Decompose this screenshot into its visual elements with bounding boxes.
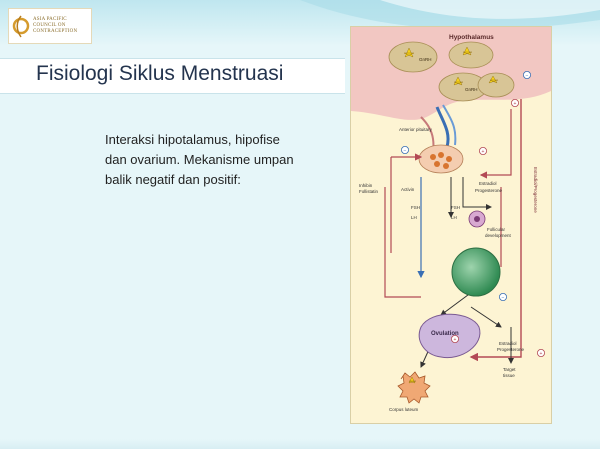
- development-label: development: [485, 233, 512, 238]
- body-line-2: dan ovarium. Mekanisme umpan: [105, 152, 294, 167]
- plus-marker: +: [536, 348, 545, 357]
- minus-sign: −: [502, 295, 505, 301]
- fsh-label-2: FSH: [451, 205, 460, 210]
- estradiol-label-1: Estradiol: [479, 181, 497, 186]
- follicular-label: Follicular: [487, 227, 506, 232]
- minus-sign: −: [526, 73, 529, 79]
- logo-line-2: Council on: [33, 23, 66, 28]
- plus-sign: +: [482, 149, 485, 155]
- dominant-follicle: [451, 247, 501, 297]
- logo-text: Asia Pacific Council on Contraception: [33, 17, 77, 35]
- small-follicle: [468, 210, 486, 228]
- body-line-1: Interaksi hipotalamus, hipofise: [105, 132, 280, 147]
- organization-logo: Asia Pacific Council on Contraception: [8, 8, 92, 44]
- slide-body: Interaksi hipotalamus, hipofise dan ovar…: [105, 130, 345, 190]
- feedback-arrows: [384, 99, 522, 362]
- menstrual-cycle-diagram: Hypothalamus GnRH GnRH Anterior pituitar…: [350, 26, 552, 424]
- hypothalamus-label: Hypothalamus: [449, 34, 494, 41]
- gnrh-neuron-2: [448, 41, 494, 69]
- plus-sign: +: [514, 101, 517, 107]
- minus-marker: −: [401, 146, 410, 155]
- anterior-pituitary-label: Anterior pituitary: [399, 127, 433, 132]
- anterior-pituitary: [418, 144, 464, 174]
- corpus-luteum: Corpus luteum: [389, 371, 431, 412]
- plus-sign: +: [454, 337, 457, 343]
- lh-label-2: LH: [451, 215, 457, 220]
- minus-marker: −: [498, 292, 507, 301]
- slide-title: Fisiologi Siklus Menstruasi: [36, 62, 284, 85]
- target-label: Target: [503, 367, 516, 372]
- header-swoosh: [300, 0, 600, 30]
- progesterone-label-1: Progesterone: [475, 188, 503, 193]
- inhibin-label: Inhibin: [359, 183, 373, 188]
- logo-line-3: Contraception: [33, 29, 78, 34]
- plus-marker: +: [451, 334, 460, 343]
- plus-sign: +: [540, 351, 543, 357]
- follistatin-label: Follistatin: [359, 189, 379, 194]
- fsh-label-1: FSH: [411, 205, 420, 210]
- bottom-shadow: [0, 439, 600, 449]
- plus-marker: +: [478, 147, 487, 156]
- sign-markers: + − − + − + +: [401, 71, 545, 357]
- gnrh-label-1: GnRH: [419, 57, 432, 62]
- logo-line-1: Asia Pacific: [33, 17, 67, 22]
- plus-marker: +: [510, 99, 519, 108]
- estradiol-progesterone-side-label: Estradiol/Progesterone: [533, 167, 538, 213]
- progesterone-label-2: Progesterone: [497, 347, 525, 352]
- body-line-3: balik negatif dan positif:: [105, 172, 241, 187]
- estradiol-label-2: Estradiol: [499, 341, 517, 346]
- ovulation-label: Ovulation: [431, 331, 459, 337]
- gnrh-neuron-4: [477, 72, 515, 98]
- corpus-luteum-label: Corpus luteum: [389, 407, 419, 412]
- ovulation-follicle: Ovulation: [418, 313, 481, 359]
- gnrh-neuron-1: GnRH: [388, 41, 438, 73]
- gnrh-label-2: GnRH: [465, 87, 478, 92]
- tissue-label: tissue: [503, 373, 515, 378]
- lh-label-1: LH: [411, 215, 417, 220]
- minus-marker: −: [522, 71, 531, 80]
- activin-label: Activin: [401, 187, 415, 192]
- hormone-labels: Inhibin Follistatin Activin FSH LH FSH L…: [359, 181, 512, 238]
- minus-sign: −: [404, 148, 407, 154]
- title-bar: Fisiologi Siklus Menstruasi: [0, 58, 345, 94]
- logo-emblem-icon: [12, 15, 30, 38]
